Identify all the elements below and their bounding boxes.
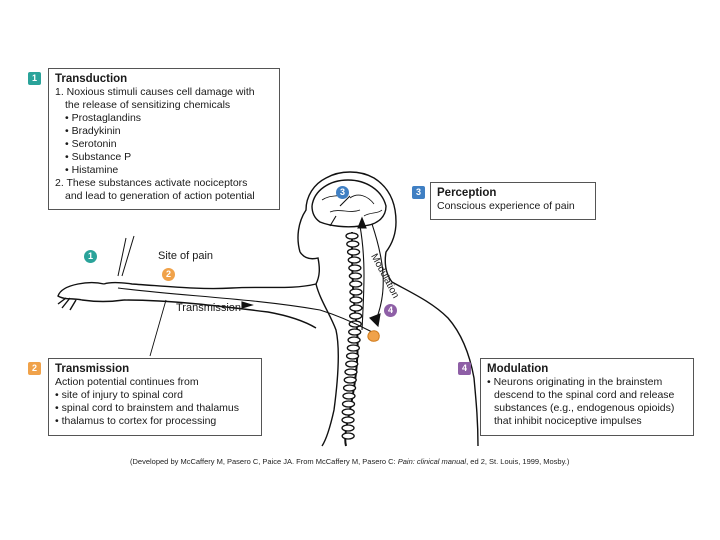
vertebra [342,384,357,392]
brain-marker-3: 3 [336,186,349,199]
spine-marker-4: 4 [384,304,397,317]
transmission-marker: 2 [28,362,41,375]
vertebra [342,392,356,400]
transduction-line: and lead to generation of action potenti… [65,190,255,202]
vertebra [341,432,355,440]
transduction-line: • Prostaglandins [65,112,142,124]
vertebra [345,352,360,360]
perception-box: Perception Conscious experience of pain [430,182,596,220]
site-marker-1: 1 [84,250,97,263]
modulation-line: descend to the spinal cord and release [494,389,675,401]
transduction-marker: 1 [28,72,41,85]
transduction-line: the release of sensitizing chemicals [65,99,231,111]
spinal-column [341,231,363,447]
perception-title: Perception [437,187,497,199]
vertebra [344,368,358,376]
vertebra [341,400,356,408]
vertebra [346,248,361,256]
needle [117,235,135,277]
body-outline [297,171,479,447]
pointer-line [149,299,167,357]
site-of-pain-label: Site of pain [158,250,214,262]
vertebra [348,312,363,320]
modulation-title: Modulation [487,363,549,375]
vertebra [346,344,360,352]
transduction-line: 2. These substances activate nociceptors [55,177,248,189]
vertebra [348,328,362,336]
ascending-pathway [359,225,365,331]
vertebra [349,288,363,296]
brain-outline [311,179,387,228]
vertebra [348,272,363,280]
modulation-line: • Neurons originating in the brainstem [487,376,663,388]
transmission-box: Transmission Action potential continues … [48,358,262,436]
vertebra [343,376,357,384]
vertebra [347,256,361,264]
vertebra [345,232,359,240]
modulation-pathway [371,223,384,321]
transduction-line: • Substance P [65,151,132,163]
transmission-line: Action potential continues from [55,376,199,388]
vertebra [341,408,355,416]
transduction-title: Transduction [55,73,128,85]
vertebra [346,240,360,248]
transduction-line: • Bradykinin [65,125,121,137]
caption-title: Pain: clinical manual [397,457,467,466]
caption-suffix: , ed 2, St. Louis, 1999, Mosby.) [466,457,570,466]
citation-caption: (Developed by McCaffery M, Pasero C, Pai… [130,457,569,466]
vertebra [347,336,361,344]
transmission-line: • thalamus to cortex for processing [55,415,217,427]
vertebra [348,264,362,272]
vertebra [349,280,363,288]
transduction-box: Transduction 1. Noxious stimuli causes c… [48,68,280,210]
vertebra [349,296,363,304]
transmission-line: • spinal cord to brainstem and thalamus [55,402,240,414]
transduction-line: 1. Noxious stimuli causes cell damage wi… [55,86,255,98]
perception-marker: 3 [412,186,425,199]
caption-prefix: (Developed by McCaffery M, Pasero C, Pai… [130,457,398,466]
modulation-line: substances (e.g., endogenous opioids) [494,402,675,414]
site-marker-2: 2 [162,268,175,281]
pain-site-highlight [367,330,380,342]
perception-text: Conscious experience of pain [437,200,575,212]
transduction-line: • Serotonin [65,138,117,150]
vertebra [349,304,363,312]
modulation-box: Modulation • Neurons originating in the … [480,358,694,436]
transmission-line: • site of injury to spinal cord [55,389,183,401]
transmission-arrow-label: Transmission [176,302,241,314]
vertebra [341,424,355,432]
transduction-line: • Histamine [65,164,119,176]
modulation-marker: 4 [458,362,471,375]
transmission-pathway [117,287,373,333]
modulation-line: that inhibit nociceptive impulses [494,415,642,427]
transmission-title: Transmission [55,363,130,375]
vertebra [345,360,359,368]
vertebra [341,416,355,424]
